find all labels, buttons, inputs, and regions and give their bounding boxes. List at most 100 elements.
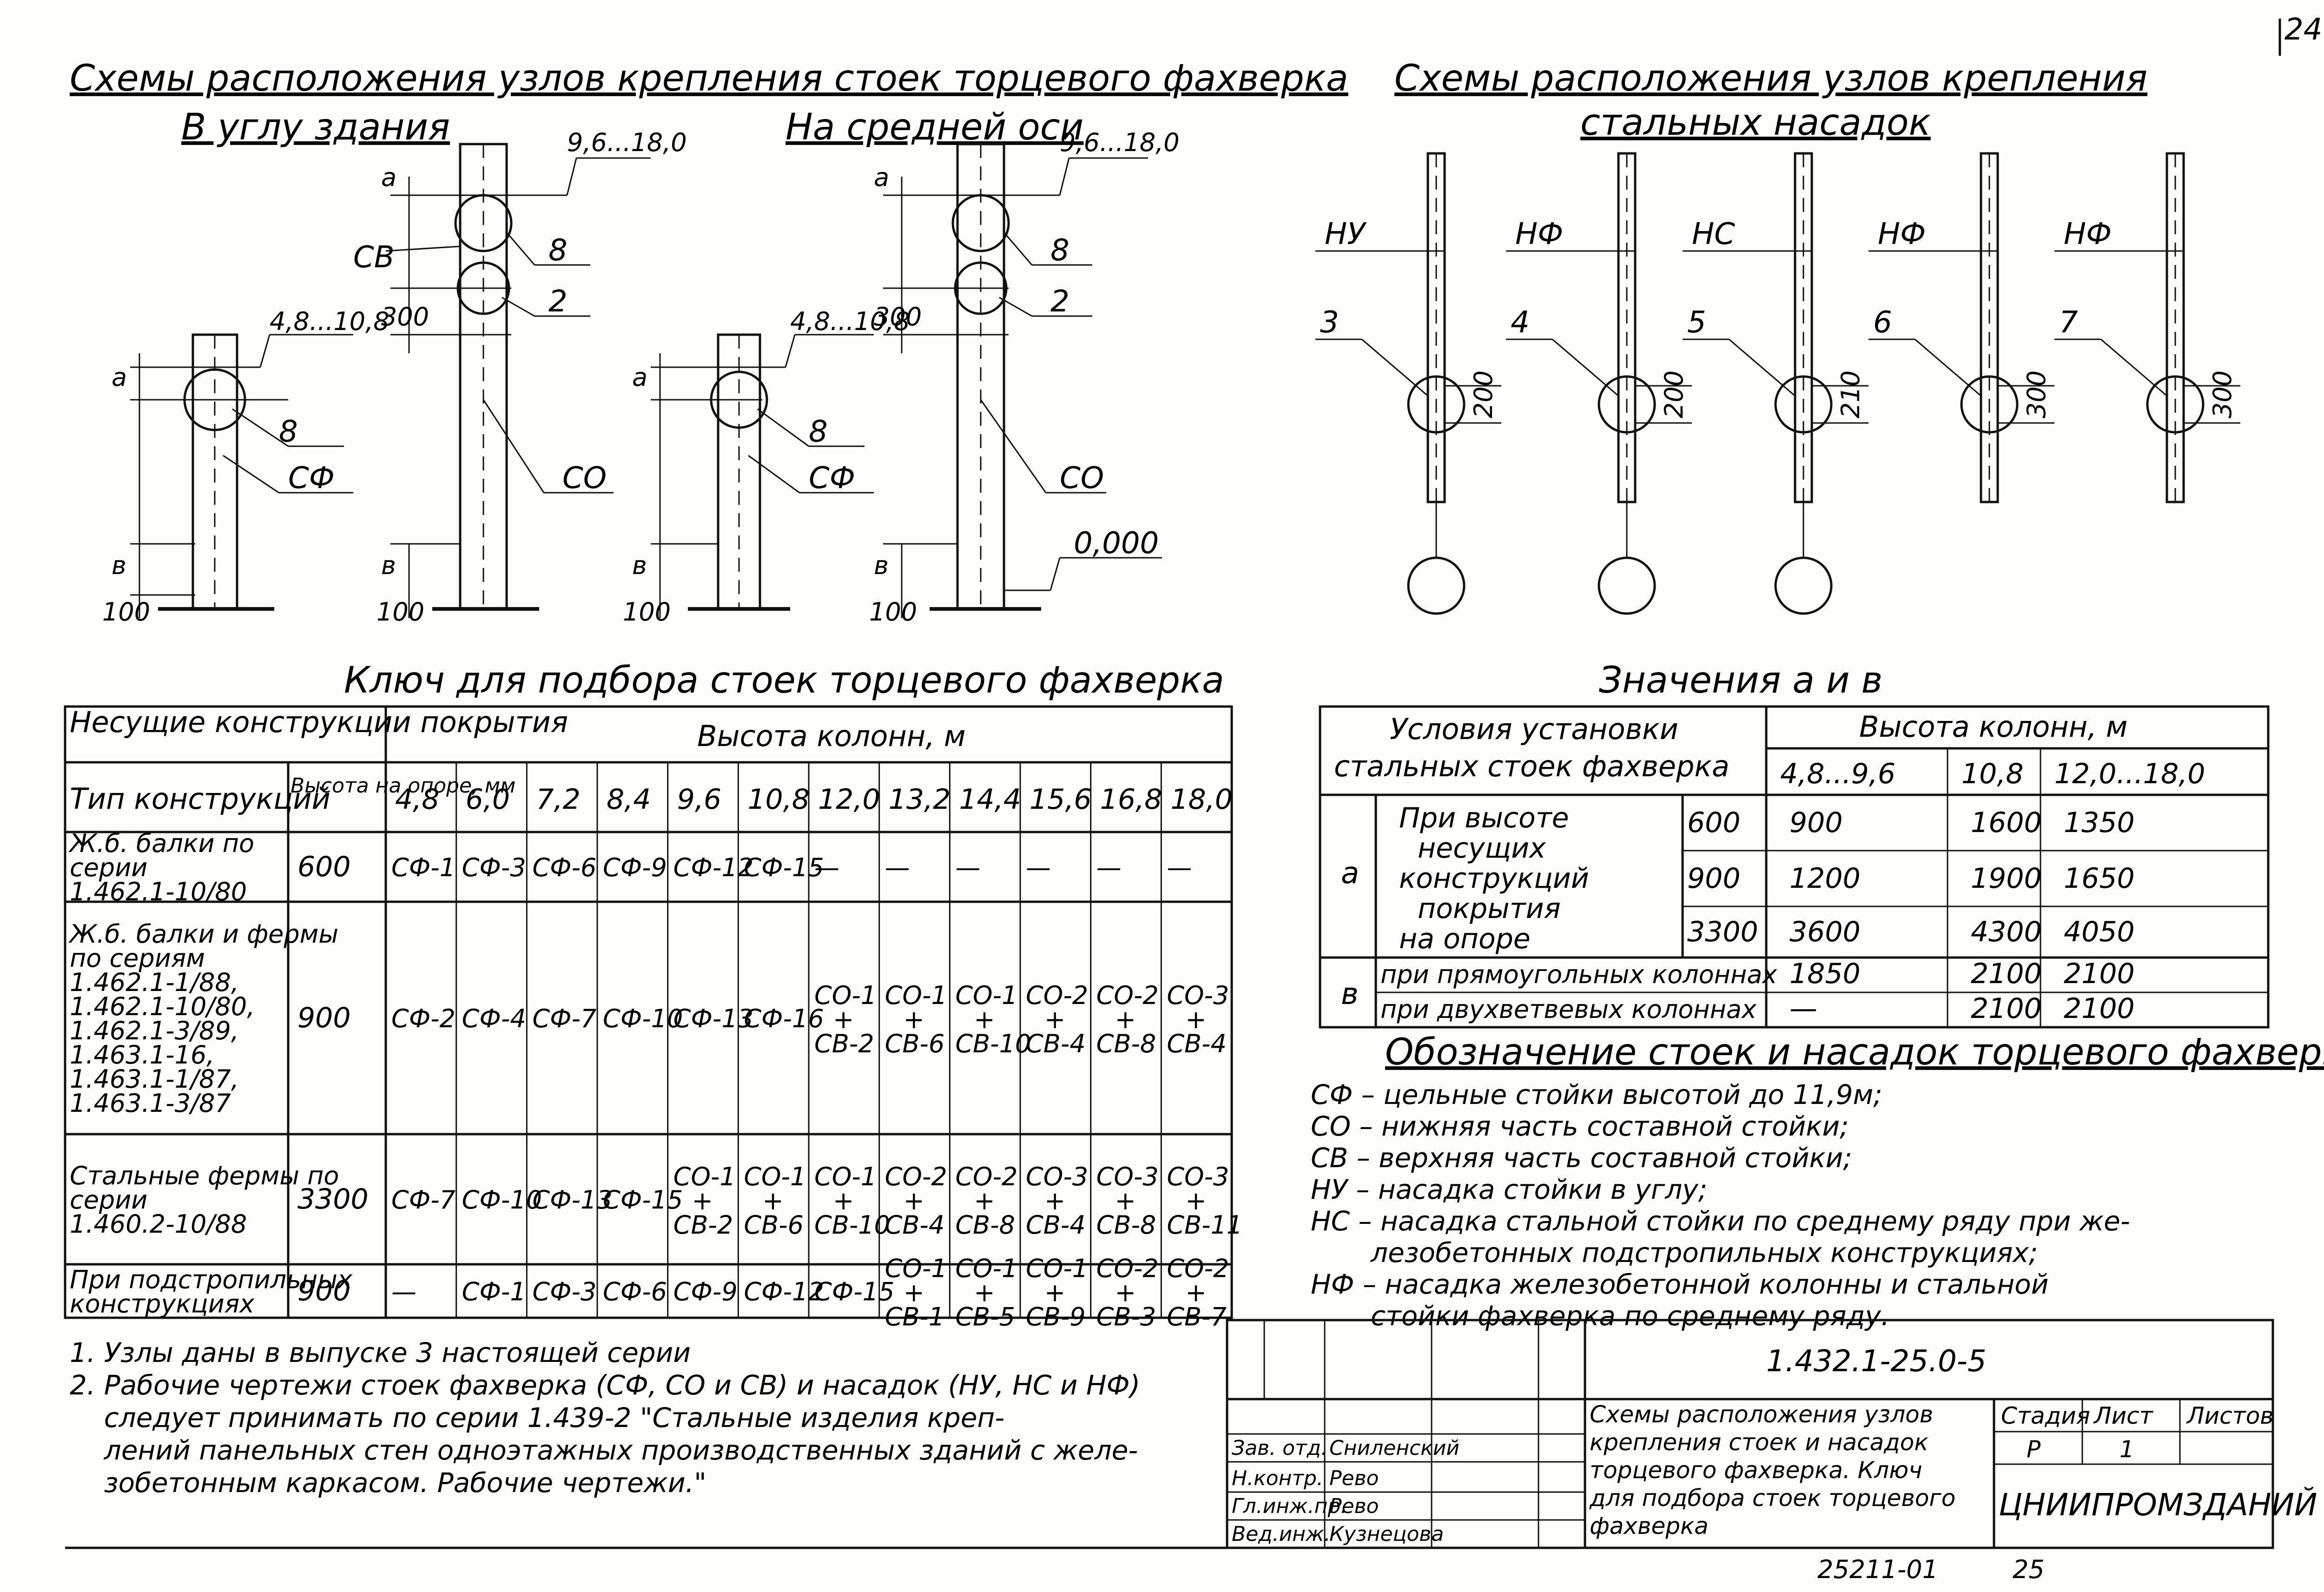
values-title: Значения а и в	[1599, 660, 1882, 701]
cap-node-circle	[1598, 375, 1656, 434]
mark-8c: 8	[809, 415, 828, 449]
key-height-9: 15,6	[1030, 783, 1092, 816]
key-cell: —	[814, 853, 839, 882]
range-low-left: 4,8...10,8	[270, 307, 390, 336]
key-cell: СО-3+СВ-8	[1096, 1162, 1159, 1240]
values-a-cell: 4300	[1971, 916, 2042, 948]
key-cell: СО-1+СВ-10	[955, 981, 1031, 1058]
legend-line: НУ – насадка стойки в углу;	[1311, 1174, 1707, 1205]
cap-node-circle	[1960, 375, 2019, 434]
values-col-2: 12,0...18,0	[2054, 758, 2205, 790]
values-a-label: а	[1341, 856, 1359, 891]
key-cell: СФ-1	[462, 1277, 526, 1307]
stamp-desc-line: Схемы расположения узлов	[1590, 1401, 1933, 1428]
cap-axis-marker	[1774, 556, 1833, 615]
stamp-name: Кузнецова	[1329, 1522, 1444, 1546]
key-cell: —	[1026, 853, 1051, 882]
stamp-role: Вед.инж.	[1232, 1522, 1331, 1546]
legend-line: СО – нижняя часть составной стойки;	[1311, 1110, 1849, 1142]
key-cell: СО-1+СВ-2	[814, 981, 877, 1058]
values-b-cell: 1850	[1789, 958, 1861, 990]
key-cell: СО-1+СВ-10	[814, 1162, 890, 1240]
cap-node-circle	[2146, 375, 2205, 434]
values-a-support: 900	[1687, 862, 1741, 895]
corner-subtitle: В углу здания	[181, 106, 450, 148]
cap-number: 4	[1511, 305, 1530, 340]
key-cell: СФ-15	[603, 1185, 683, 1215]
values-b-cell: 2100	[2064, 958, 2135, 990]
cap-number: 7	[2059, 305, 2078, 340]
stamp-desc-line: крепления стоек и насадок	[1590, 1429, 1928, 1456]
cap-leader	[2100, 338, 2166, 396]
values-col-1: 10,8	[1961, 758, 2024, 790]
legend-line: лезобетонных подстропильных конструкциях…	[1311, 1237, 2038, 1268]
key-cell: СФ-16	[744, 1004, 824, 1033]
dim-100d: 100	[869, 597, 917, 627]
cap-leader	[1729, 338, 1795, 396]
values-a-cell: 1600	[1971, 806, 2042, 839]
values-a-cell: 4050	[2064, 916, 2135, 948]
range-high-right: 9,6...18,0	[1060, 128, 1180, 157]
key-height-4: 9,6	[677, 783, 721, 816]
note-line: 2. Рабочие чертежи стоек фахверка (СФ, С…	[70, 1369, 1140, 1401]
legend: СФ – цельные стойки высотой до 11,9м;СО …	[1311, 1079, 2130, 1332]
legend-line: СФ – цельные стойки высотой до 11,9м;	[1311, 1079, 1882, 1110]
dim-b2: в	[381, 551, 396, 580]
note-line: зобетонным каркасом. Рабочие чертежи."	[70, 1467, 706, 1499]
dim-b3: в	[632, 551, 647, 580]
stamp-name: Рево	[1329, 1494, 1379, 1518]
cap-code: НС	[1692, 217, 1735, 251]
values-b-cell: —	[1789, 992, 1817, 1025]
cap-code: НФ	[1515, 217, 1563, 251]
key-cell: —	[1096, 853, 1122, 882]
key-cell: СФ-3	[532, 1277, 596, 1307]
key-cell: СО-1+СВ-5	[955, 1254, 1017, 1332]
values-a-support: 600	[1687, 806, 1741, 839]
values-a-cell: 3600	[1789, 916, 1861, 948]
stamp-desc-line: для подбора стоек торцевого	[1589, 1485, 1955, 1512]
values-b-cell: 2100	[1971, 992, 2042, 1025]
dim-a4: а	[874, 163, 889, 192]
dim-a: а	[112, 363, 127, 392]
stamp-people: Зав. отд.СниленскийН.контр.РевоГл.инж.пр…	[1232, 1436, 1459, 1546]
stamp-desc-line: торцевого фахверка. Ключ	[1590, 1457, 1922, 1484]
key-row-support: 900	[297, 1002, 351, 1034]
key-cell: СФ-13	[673, 1004, 753, 1033]
key-height-3: 8,4	[607, 783, 651, 816]
values-a-cell: 1650	[2064, 862, 2135, 895]
cap-code: НУ	[1325, 217, 1367, 251]
key-cell: —	[885, 853, 910, 882]
key-cell: СФ-3	[462, 853, 526, 882]
key-height-7: 13,2	[889, 783, 951, 816]
cap-dim: 300	[2022, 370, 2051, 418]
cap-node-circle	[1774, 375, 1833, 434]
mark-8d: 8	[1050, 233, 1070, 268]
mark-zero: 0,000	[1074, 526, 1159, 561]
stamp-role: Н.контр.	[1232, 1466, 1323, 1490]
key-height-6: 12,0	[818, 783, 880, 816]
legend-title: Обозначение стоек и насадок торцевого фа…	[1385, 1031, 2324, 1073]
values-a-cell: 900	[1789, 806, 1843, 839]
title-block	[65, 1319, 2274, 1549]
key-row-support: 600	[297, 851, 351, 883]
dim-300: 300	[381, 302, 429, 331]
cap-number: 5	[1687, 305, 1706, 340]
key-cell: СФ-15	[744, 853, 824, 882]
key-cell: СО-2+СВ-4	[1026, 981, 1088, 1058]
values-a-cell: 1350	[2064, 806, 2135, 839]
values-b-cond: при прямоугольных колоннах	[1380, 960, 1777, 989]
key-cell: СФ-15	[814, 1277, 894, 1307]
key-height-8: 14,4	[959, 783, 1021, 816]
stamp-code: 1.432.1-25.0-5	[1766, 1344, 1987, 1379]
key-cell: —	[391, 1277, 416, 1307]
key-cell: СО-1+СВ-9	[1026, 1254, 1088, 1332]
caps-title-1: Схемы расположения узлов крепления	[1394, 58, 2147, 99]
stamp-h-stage: Стадия	[2001, 1402, 2090, 1429]
key-height-11: 18,0	[1170, 783, 1233, 816]
key-cell: СО-1+СВ-6	[744, 1162, 806, 1240]
